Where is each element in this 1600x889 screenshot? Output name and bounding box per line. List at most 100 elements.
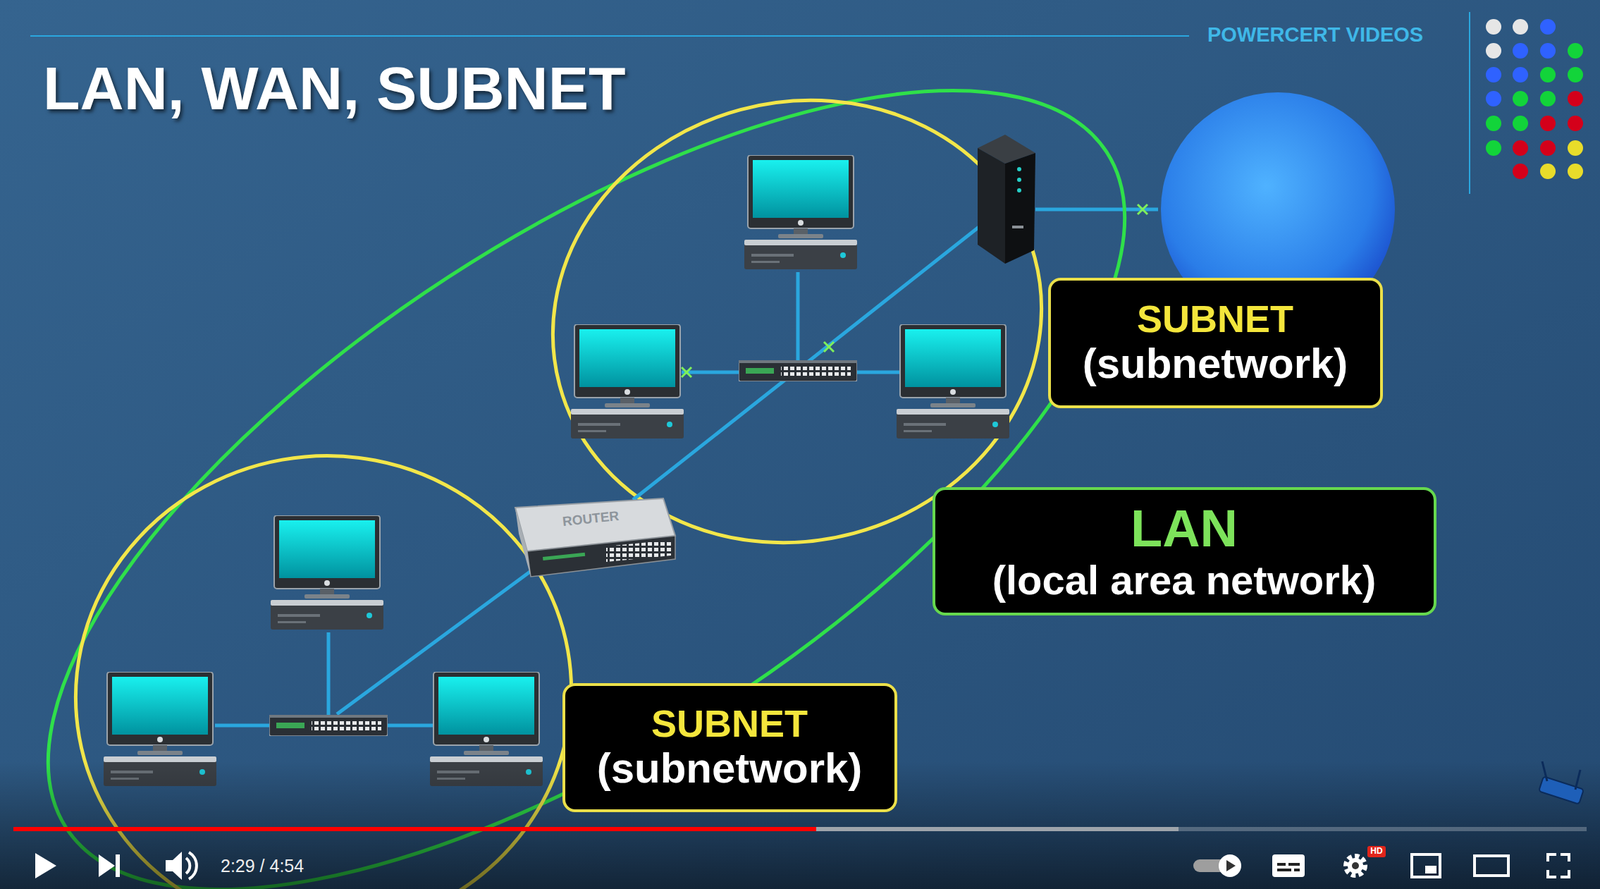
- channel-name: POWERCERT VIDEOS: [1207, 23, 1424, 47]
- illustration-part: [1485, 90, 1502, 107]
- illustration-part: [1277, 868, 1292, 872]
- illustration-part: [165, 851, 182, 880]
- header-rule: [30, 35, 1190, 37]
- illustration-part: [1288, 862, 1300, 866]
- illustration-part: [35, 852, 57, 879]
- illustration-part: [1411, 854, 1440, 877]
- illustration-part: [1567, 140, 1584, 156]
- illustration-part: [186, 857, 190, 874]
- logo-dots: [1485, 19, 1584, 180]
- illustration-part: [1567, 66, 1584, 83]
- illustration-part: [1017, 177, 1022, 182]
- callout-body: (subnetwork): [597, 745, 863, 792]
- lan-outline: [0, 0, 1245, 889]
- illustration-part: [1540, 19, 1556, 35]
- illustration-part: [1512, 115, 1529, 132]
- computer: [896, 324, 1010, 439]
- router: [515, 498, 676, 577]
- illustration-part: [188, 852, 197, 879]
- switch: [269, 714, 388, 736]
- illustration-part: [681, 367, 692, 378]
- illustration-part: [542, 552, 586, 561]
- illustration-part: [1512, 42, 1529, 59]
- modem: [977, 134, 1036, 264]
- callout-body: (local area network): [992, 557, 1377, 603]
- illustration-part: [1540, 140, 1556, 156]
- illustration-part: [1272, 854, 1305, 877]
- illustration-part: [1362, 140, 1392, 182]
- progress-track: [13, 826, 1587, 832]
- illustration-part: [1218, 854, 1242, 877]
- computer: [570, 324, 684, 439]
- callout-heading: SUBNET: [651, 702, 808, 745]
- illustration-part: [1540, 115, 1556, 132]
- illustration-part: [1485, 42, 1502, 59]
- illustration-part: [115, 854, 120, 877]
- illustration-part: [1512, 90, 1529, 107]
- illustration-part: [823, 341, 834, 352]
- illustration-part: [1485, 115, 1502, 132]
- corner-router-icon: [1538, 761, 1584, 805]
- illustration-part: [1540, 90, 1556, 107]
- illustration-part: [1474, 855, 1509, 876]
- illustration-part: [214, 723, 270, 728]
- callout-body: (subnetwork): [1082, 340, 1349, 387]
- illustration-part: [681, 370, 739, 375]
- illustration-part: [1540, 66, 1556, 83]
- illustration-part: [1512, 163, 1529, 180]
- callout-box: LAN(local area network): [932, 487, 1437, 616]
- illustration-part: [1485, 66, 1502, 83]
- illustration-part: [1567, 42, 1584, 59]
- illustration-part: [327, 632, 331, 715]
- illustration-part: [796, 272, 800, 361]
- player-controls: [35, 851, 1569, 880]
- illustration-part: [1346, 856, 1365, 875]
- illustration-part: [1567, 163, 1584, 180]
- illustration-part: [1512, 140, 1529, 156]
- illustration-part: [1540, 42, 1556, 59]
- computer: [744, 155, 858, 270]
- video-time: 2:29 / 4:54: [220, 855, 304, 877]
- illustration-part: [527, 535, 676, 577]
- illustration-part: [1540, 163, 1556, 180]
- callout-heading: LAN: [1130, 499, 1238, 557]
- illustration-part: [1512, 19, 1529, 35]
- illustration-part: [1512, 66, 1529, 83]
- illustration-part: [1425, 865, 1437, 874]
- illustration-part: [1575, 769, 1581, 790]
- illustration-part: [606, 539, 672, 562]
- header-divider: [1468, 11, 1471, 194]
- illustration-part: [1226, 859, 1236, 872]
- illustration-part: [1005, 152, 1036, 264]
- progress-buffer: [13, 826, 1179, 832]
- illustration-part: [1017, 188, 1022, 193]
- illustration-part: [1547, 854, 1569, 877]
- illustration-part: [857, 370, 901, 375]
- switch: [738, 360, 858, 382]
- illustration-part: [1485, 19, 1502, 35]
- callout-box: SUBNET(subnetwork): [562, 682, 898, 812]
- illustration-part: [387, 723, 435, 728]
- illustration-part: [1485, 140, 1502, 156]
- illustration-part: [977, 148, 1006, 264]
- illustration-part: [1017, 167, 1022, 172]
- illustration-part: [98, 854, 115, 877]
- hd-badge: HD: [1367, 845, 1386, 858]
- illustration-part: [515, 507, 531, 577]
- callout-heading: SUBNET: [1136, 298, 1294, 340]
- wan-cable: [1035, 207, 1159, 212]
- illustration-part: [1567, 90, 1584, 107]
- illustration-part: [1137, 204, 1148, 215]
- illustration-part: [1567, 115, 1584, 132]
- slide-title: LAN, WAN, SUBNET: [42, 54, 626, 122]
- illustration-part: [1351, 862, 1359, 870]
- illustration-part: [1317, 90, 1366, 132]
- illustration-part: [1347, 857, 1364, 874]
- illustration-part: [1277, 862, 1286, 866]
- progress-played: [13, 826, 817, 832]
- computer: [270, 515, 384, 630]
- illustration-part: [1542, 761, 1548, 781]
- callout-box: SUBNET(subnetwork): [1048, 277, 1383, 409]
- network-cables: [214, 226, 980, 726]
